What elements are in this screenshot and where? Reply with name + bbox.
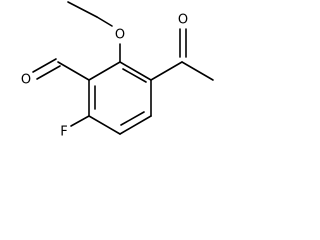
aldehyde-bond	[57, 61, 90, 81]
bonds	[32, 1, 214, 135]
ethyl-bond	[67, 1, 98, 18]
ether-oxygen-label: O	[115, 28, 125, 43]
acetyl-methyl-bond	[181, 61, 214, 81]
ring-double-bond	[122, 68, 147, 83]
ring-bond	[119, 61, 152, 81]
ketone-oxygen-label: O	[178, 13, 188, 28]
structure-diagram: O O O F	[21, 1, 214, 140]
fluorine-label: F	[60, 125, 67, 140]
fluoro-bond	[70, 115, 90, 127]
ring-bond	[88, 115, 121, 135]
acetyl-bond	[150, 61, 183, 81]
ether-bond	[96, 16, 113, 27]
ring-double-bond	[120, 111, 145, 126]
ring-bond	[119, 115, 152, 135]
aldehyde-double-bond	[32, 58, 57, 73]
ring-bond	[88, 61, 121, 81]
aldehyde-oxygen-label: O	[21, 73, 31, 88]
aldehyde-double-bond	[36, 65, 61, 80]
